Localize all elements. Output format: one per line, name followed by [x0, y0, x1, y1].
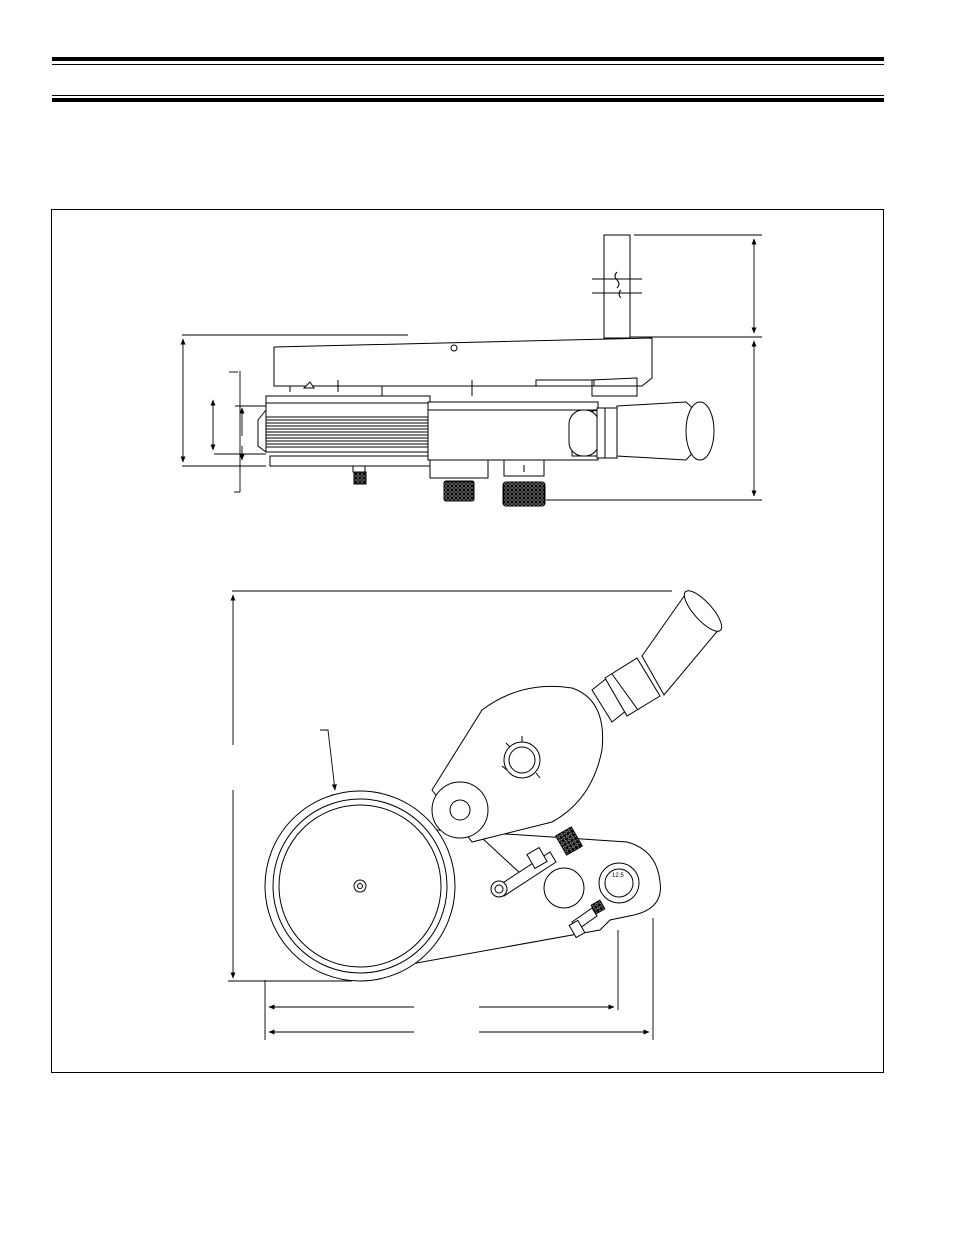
top-plate: [274, 338, 652, 396]
large-wheel: [265, 791, 455, 981]
header-rule-bottom-thick: [52, 98, 884, 102]
technical-drawing: 12.5: [52, 210, 885, 1074]
dial-knob: 12.5: [599, 863, 639, 903]
top-plan-view: 12.5: [228, 586, 727, 1040]
side-elevation-view: [182, 235, 762, 506]
handle-post: [592, 235, 642, 338]
figure-frame: 12.5: [51, 209, 884, 1073]
eyepiece-angled: [592, 586, 727, 722]
dial-mark: 12.5: [612, 873, 624, 879]
header-rule-top-thick: [52, 57, 884, 61]
wheel-leader: [320, 730, 335, 790]
header-rule-bottom-thin: [52, 95, 884, 96]
eyepiece-barrel: [569, 402, 714, 460]
header-rule-top-thin: [52, 64, 884, 65]
rotating-arm: [432, 686, 603, 842]
spool-body: [258, 396, 430, 484]
